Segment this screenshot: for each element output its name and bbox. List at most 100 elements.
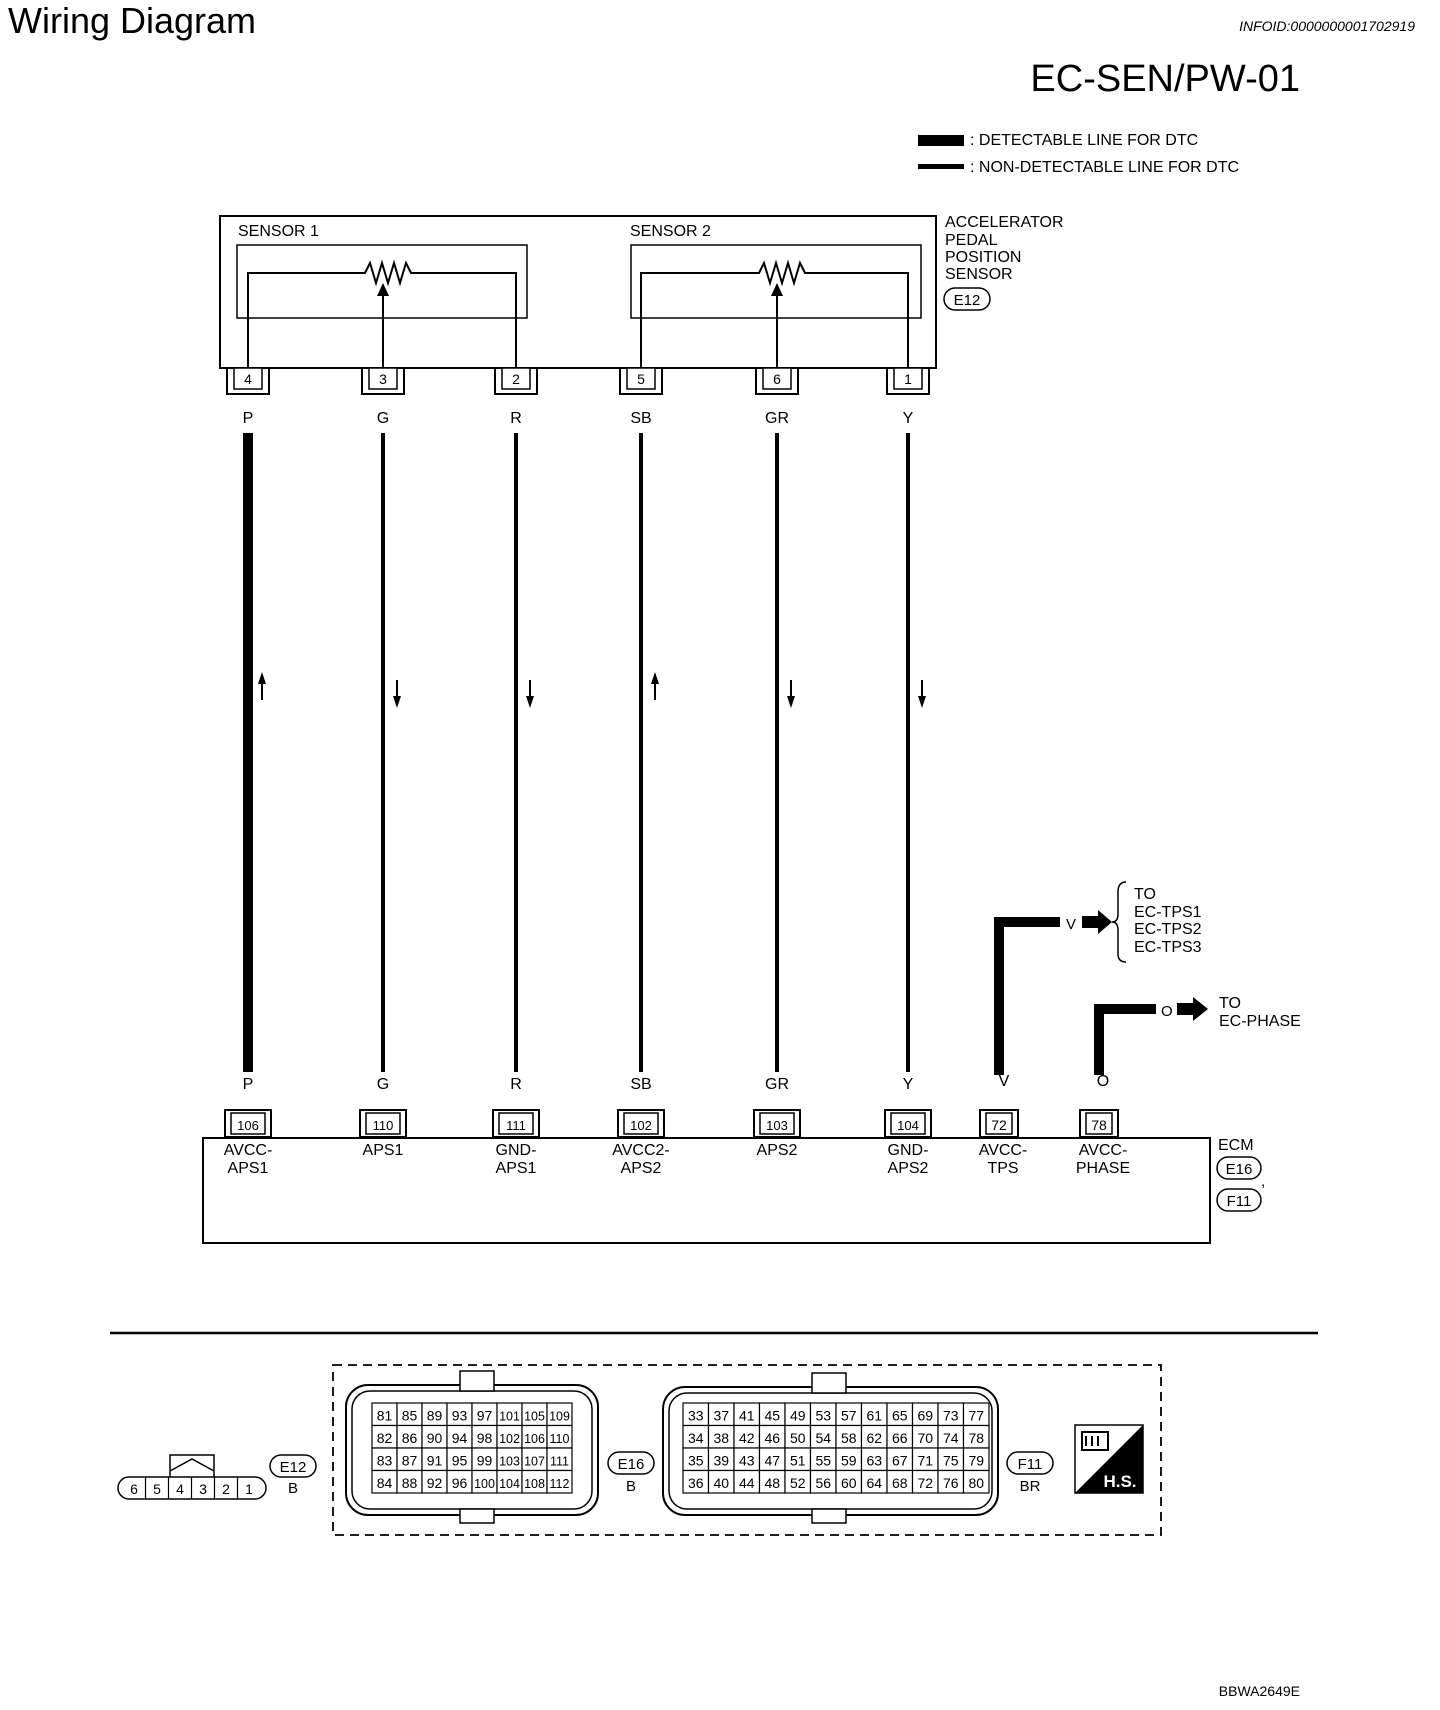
sensor-pin-1-number: 1	[904, 371, 912, 387]
avcc-phase-wire: O TO EC-PHASE	[1094, 995, 1301, 1075]
wire-SB-top-color: SB	[630, 410, 651, 427]
f11-pin-67: 67	[892, 1453, 908, 1469]
legend-thin-line	[918, 164, 964, 169]
e16-pin-82: 82	[377, 1430, 393, 1446]
e12-color: B	[288, 1480, 298, 1497]
f11-pin-58: 58	[841, 1430, 857, 1446]
ecm-pin-104-label-2: APS2	[888, 1160, 929, 1177]
e16-pin-85: 85	[402, 1408, 418, 1424]
f11-pin-66: 66	[892, 1430, 908, 1446]
f11-pin-42: 42	[739, 1430, 755, 1446]
f11-pin-51: 51	[790, 1453, 806, 1469]
ecm-pin-78-label-1: AVCC-	[1079, 1142, 1128, 1159]
f11-pin-60: 60	[841, 1475, 857, 1491]
ecm-pin-110-number: 110	[373, 1118, 394, 1133]
ecm-pin-78-label-2: PHASE	[1076, 1160, 1130, 1177]
sensor-pin-4-number: 4	[244, 371, 252, 387]
wire-R-signal-arrowhead	[526, 696, 534, 708]
e12-pin-4: 4	[176, 1481, 184, 1497]
sensor2-wiper-arrow	[771, 283, 783, 296]
wire-o	[1094, 1004, 1156, 1075]
f11-pin-53: 53	[815, 1408, 831, 1424]
wire-GR-bottom-color: GR	[765, 1076, 789, 1093]
e12-latch-peak	[169, 1458, 215, 1472]
ecm-connector-id-1: E16	[1226, 1161, 1253, 1178]
e16-pin-101: 101	[499, 1410, 520, 1424]
f11-pin-79: 79	[968, 1453, 984, 1469]
ecm-pin-106-label-2: APS1	[228, 1160, 269, 1177]
ecm-pin-106-inner	[230, 1112, 266, 1135]
f11-cell-80	[962, 1469, 990, 1494]
e16-pin-98: 98	[477, 1430, 493, 1446]
ecm-connectors-dashed-box	[332, 1364, 1162, 1536]
wire-o-bottom-color: O	[1097, 1073, 1109, 1090]
wire-v-dest-1: TO	[1134, 886, 1156, 903]
f11-pin-72: 72	[917, 1475, 933, 1491]
f11-pin-34: 34	[688, 1430, 704, 1446]
harness-side-icon: H.S.	[1074, 1424, 1144, 1494]
ecm-pin-104-inner	[890, 1112, 926, 1135]
ecm-pin-111-label-1: GND-	[496, 1142, 537, 1159]
sensor-pin-5-number: 5	[637, 371, 645, 387]
ecm-pin-111-number: 111	[506, 1118, 526, 1133]
e16-top-latch	[459, 1370, 495, 1392]
hs-icon-dark-triangle	[1075, 1425, 1143, 1493]
f11-pin-56: 56	[815, 1475, 831, 1491]
f11-pin-64: 64	[866, 1475, 882, 1491]
ecm-pin-78-inner	[1085, 1112, 1113, 1135]
wire-Y-signal-arrowhead	[918, 696, 926, 708]
e16-pin-81: 81	[377, 1408, 393, 1424]
e16-pin-107: 107	[524, 1455, 545, 1469]
ecm: ECM E16 , F11	[202, 1137, 1265, 1244]
wire-G-bottom-color: G	[377, 1076, 389, 1093]
sensor-name-line1: ACCELERATOR	[945, 214, 1064, 231]
ecm-pin-78-number: 78	[1091, 1117, 1107, 1133]
wire-G-signal-arrowhead	[393, 696, 401, 708]
ecm-pin-110-label-1: APS1	[363, 1142, 404, 1159]
ecm-connector-badge-1	[1216, 1156, 1262, 1180]
ecm-pin-104-label-1: GND-	[888, 1142, 929, 1159]
wire-P-top-color: P	[243, 410, 254, 427]
wire-Y-top-color: Y	[903, 410, 914, 427]
wire-v-dest-4: EC-TPS3	[1134, 939, 1202, 956]
e16-pin-111: 111	[550, 1455, 569, 1469]
ecm-pin-106-number: 106	[237, 1118, 259, 1133]
e16-pin-86: 86	[402, 1430, 418, 1446]
sensor2-resistor-circuit	[640, 259, 909, 372]
wire-o-dest-1: TO	[1219, 995, 1241, 1012]
f11-pin-43: 43	[739, 1453, 755, 1469]
f11-pin-54: 54	[815, 1430, 831, 1446]
ecm-pin-78: 78 O AVCC- PHASE	[1076, 1073, 1130, 1177]
e16-bottom-latch	[459, 1508, 495, 1524]
f11-pin-65: 65	[892, 1408, 908, 1424]
accelerator-pedal-position-sensor: SENSOR 1 SENSOR 2 ACCELERATOR PEDAL POSI…	[219, 214, 1064, 372]
f11-pin-50: 50	[790, 1430, 806, 1446]
f11-pin-61: 61	[866, 1408, 882, 1424]
legend-thick-line	[918, 135, 964, 146]
wire-o-arrow	[1177, 997, 1208, 1021]
e16-pin-108: 108	[524, 1477, 545, 1491]
sensor-pin-3-number: 3	[379, 371, 387, 387]
sensor1-wiper-arrow	[377, 283, 389, 296]
f11-pin-33: 33	[688, 1408, 704, 1424]
wire-R-bottom-color: R	[510, 1076, 522, 1093]
e16-pin-83: 83	[377, 1453, 393, 1469]
e16-color: B	[626, 1478, 636, 1495]
ecm-pin-111-inner	[498, 1112, 534, 1135]
f11-pin-57: 57	[841, 1408, 857, 1424]
e16-id: E16	[618, 1456, 645, 1473]
f11-pin-44: 44	[739, 1475, 755, 1491]
e16-pin-94: 94	[452, 1430, 468, 1446]
e16-pin-87: 87	[402, 1453, 418, 1469]
ecm-pin-103-label-1: APS2	[757, 1142, 798, 1159]
e16-cell-112	[546, 1469, 573, 1494]
ecm-pin-103-number: 103	[766, 1118, 788, 1133]
sensor-name-line2: PEDAL	[945, 232, 998, 249]
wire-v-dest-3: EC-TPS2	[1134, 921, 1202, 938]
